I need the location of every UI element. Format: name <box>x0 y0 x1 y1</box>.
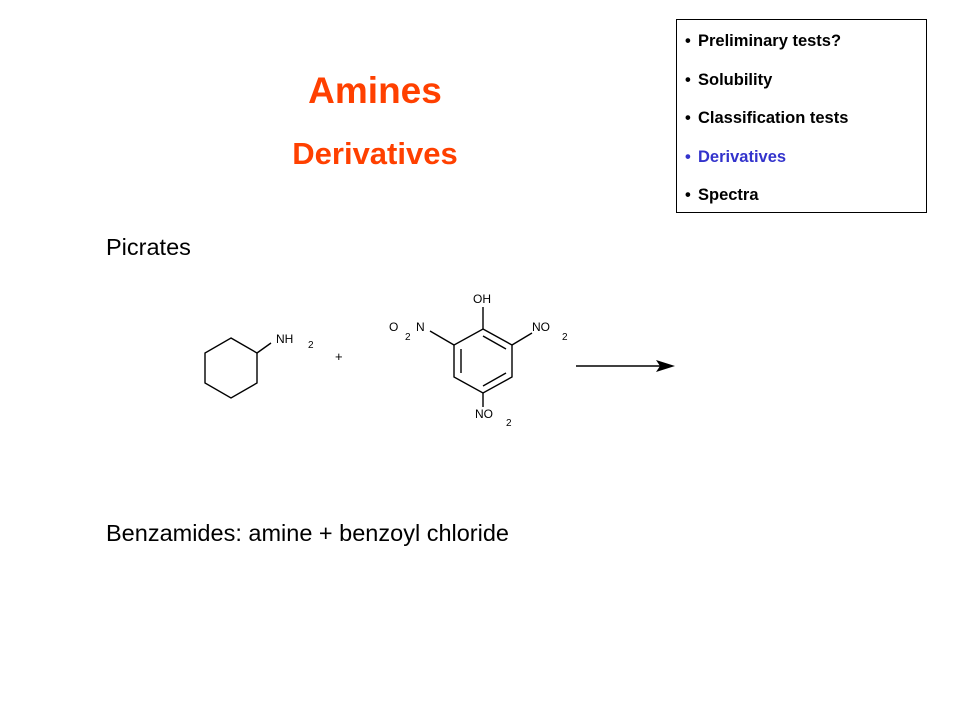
aromatic-inner-bond <box>482 335 507 350</box>
slide-subtitle: Derivatives <box>292 136 458 171</box>
topic-navigation-box: • Preliminary tests? • Solubility • Classif… <box>676 19 927 213</box>
right-nitro-label: NO <box>532 320 550 334</box>
nav-item-derivatives[interactable]: • Derivatives <box>685 147 926 186</box>
left-nitro-bond <box>429 330 455 346</box>
picrates-heading: Picrates <box>106 234 191 260</box>
right-nitro-subscript: 2 <box>562 332 568 343</box>
hydroxyl-label: OH <box>473 292 491 306</box>
amine-group-label: NH <box>276 332 293 346</box>
slide-title: Amines <box>308 70 442 111</box>
nav-item-classification-tests[interactable]: • Classification tests <box>685 108 926 147</box>
bullet-icon: • <box>685 70 691 89</box>
nav-item-label: Classification tests <box>698 109 849 127</box>
aromatic-inner-bond <box>482 372 507 387</box>
bullet-icon: • <box>685 147 691 166</box>
bullet-icon: • <box>685 186 691 204</box>
arrowhead-icon <box>656 360 675 372</box>
nav-item-spectra[interactable]: • Spectra <box>685 185 926 224</box>
benzamides-heading: Benzamides: amine + benzoyl chloride <box>106 520 509 546</box>
nav-item-label: Spectra <box>698 186 759 204</box>
benzene-ring <box>453 328 513 394</box>
bottom-nitro-label: NO <box>475 407 493 421</box>
left-nitro-n: N <box>416 320 425 334</box>
picric-acid-structure <box>429 307 533 407</box>
cyclohexane-ring <box>204 337 258 399</box>
nav-item-solubility[interactable]: • Solubility <box>685 70 926 109</box>
plus-sign: + <box>335 349 343 364</box>
nav-item-label: Solubility <box>698 70 773 89</box>
bullet-icon: • <box>685 32 691 50</box>
amine-subscript: 2 <box>308 340 314 351</box>
nav-item-label: Preliminary tests? <box>698 32 842 50</box>
nav-item-label: Derivatives <box>698 147 787 166</box>
reaction-arrow <box>576 360 675 372</box>
cyclohexylamine-structure <box>204 337 272 399</box>
left-nitro-o: O <box>389 320 398 334</box>
topic-list: • Preliminary tests? • Solubility • Classif… <box>677 20 926 224</box>
right-nitro-bond <box>511 332 533 346</box>
bullet-icon: • <box>685 109 691 127</box>
bottom-nitro-subscript: 2 <box>506 418 512 429</box>
nav-item-preliminary-tests[interactable]: • Preliminary tests? <box>685 31 926 70</box>
amine-bond <box>256 342 272 354</box>
left-nitro-subscript: 2 <box>405 332 411 343</box>
